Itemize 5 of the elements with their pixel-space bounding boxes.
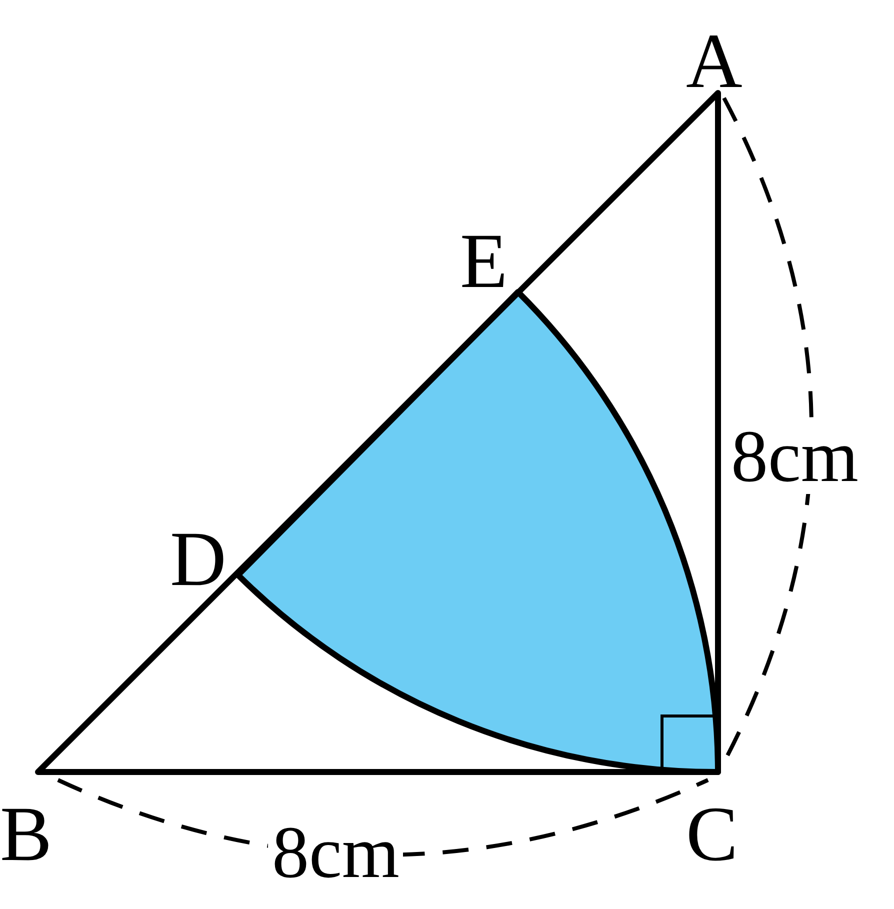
point-label: D [170, 520, 226, 598]
point-label: B [0, 795, 52, 873]
point-label: A [686, 22, 742, 100]
point-label: C [686, 795, 738, 873]
point-label: E [460, 222, 508, 300]
